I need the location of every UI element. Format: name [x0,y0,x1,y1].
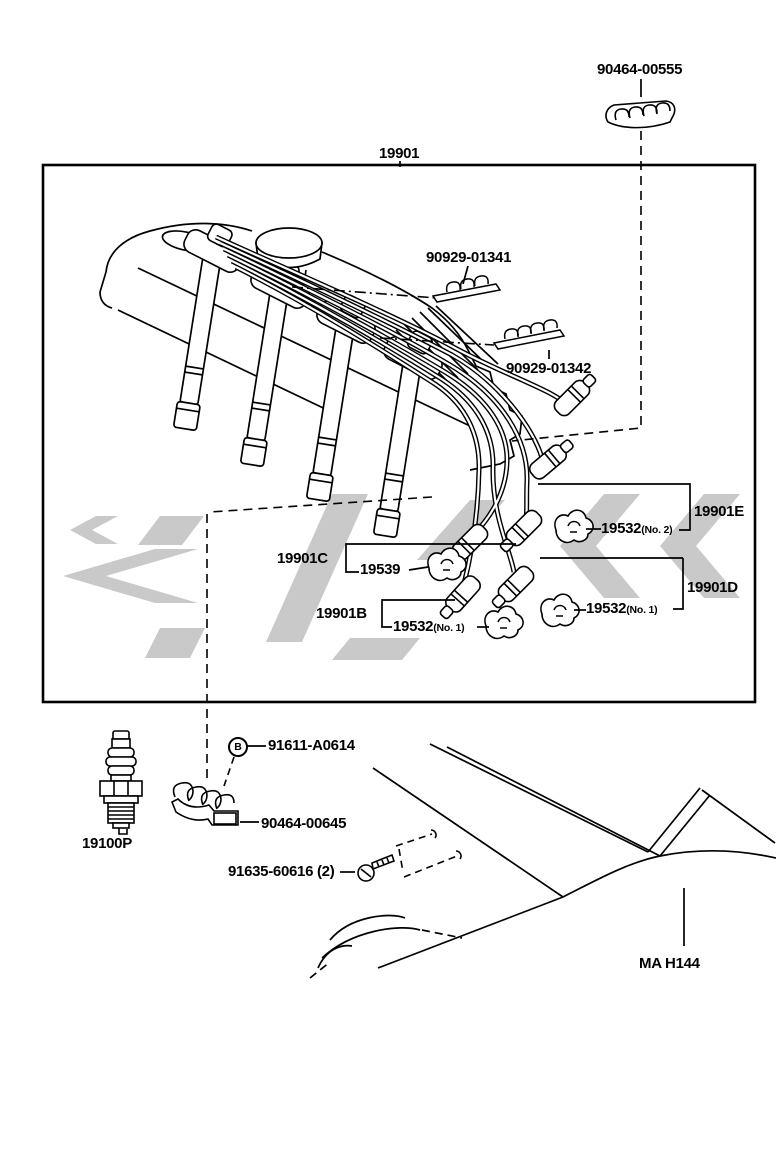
part-label-cable-e: 19901E [694,503,744,520]
car-body-outline [309,743,776,979]
part-label-cable-d: 19901D [687,579,738,596]
grommet-no1-position: (No. 1) [626,604,658,616]
part-label-grommet-no1-right: 19532(No. 1) [586,600,658,617]
part-label-spark-plug: 19100P [82,835,132,852]
bolt-marker-badge: B [228,737,248,757]
cord-clamp-upper-drawing [605,100,676,129]
part-label-bolt: 91611-A0614 [268,737,355,754]
wire-clamp-1-drawing [431,275,502,303]
grommet-no1-number: 19532 [586,600,627,617]
part-label-grommet-mid: 19539 [360,561,401,578]
part-label-wire-clamp-2: 90929-01342 [506,360,592,377]
dashed-lines [206,131,642,878]
watermark-logo [63,494,740,660]
grommet-no2-position: (No. 2) [641,524,673,536]
cable-boots [439,373,597,620]
callout-lines [240,79,691,873]
part-label-cord-clamp-upper: 90464-00555 [597,61,683,78]
grommets [427,509,594,640]
part-label-cable-b: 19901B [316,605,367,622]
screw-drawing [357,853,396,882]
part-label-grommet-no2: 19532(No. 2) [601,520,673,537]
figure-code: MA H144 [639,955,700,972]
grommet-no2-number: 19532 [601,520,642,537]
spark-plug-drawing [99,730,143,835]
grommet-no1-number: 19532 [393,618,434,635]
spark-plug-tubes [173,254,422,539]
cord-holder-drawing [170,781,239,826]
part-label-assembly: 19901 [379,145,420,162]
assembly-box [41,163,757,704]
wire-clamp-2-drawing [492,319,566,350]
part-label-cable-c: 19901C [277,550,328,567]
part-label-screw: 91635-60616 (2) [228,863,335,880]
grommet-no1-position: (No. 1) [433,622,465,634]
part-label-grommet-no1-left: 19532(No. 1) [393,618,465,635]
part-label-wire-clamp-1: 90929-01341 [426,249,512,266]
part-label-cord-holder: 90464-00645 [261,815,347,832]
